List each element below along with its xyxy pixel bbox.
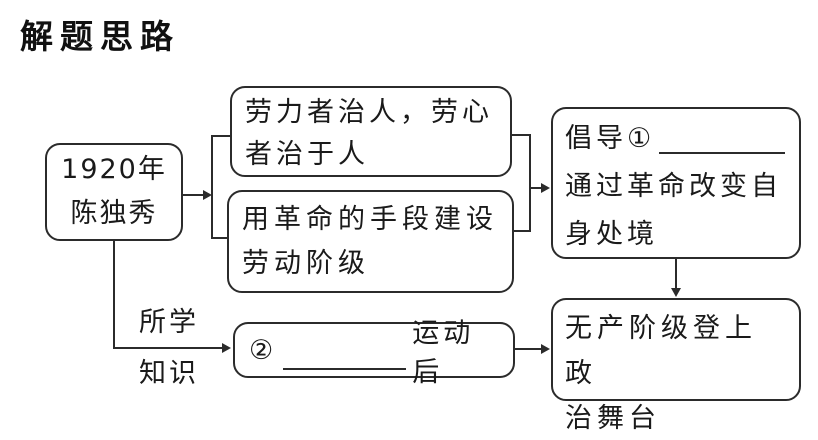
right-bracket xyxy=(512,134,531,232)
box-quote-revolution: 用革命的手段建设 劳动阶级 xyxy=(227,190,514,293)
quote-top-line-2: 者治于人 xyxy=(245,139,369,170)
arrowhead-bracket-to-advocate xyxy=(541,183,550,193)
result-line-2: 治舞台 xyxy=(565,403,661,434)
blank-1-underline xyxy=(659,122,785,154)
arrow-label-line-2: 知识 xyxy=(139,358,199,389)
movement-suffix: 运动后 xyxy=(412,318,475,388)
blank-2-underline xyxy=(283,338,407,370)
movement-prefix: ② xyxy=(249,334,278,366)
advocate-line-3: 身处境 xyxy=(565,219,658,250)
arrowhead-advocate-to-result xyxy=(671,288,681,297)
result-line-1: 无产阶级登上政 xyxy=(565,313,757,389)
arrow-label-line-1: 所学 xyxy=(139,307,199,338)
quote-top-line-1: 劳力者治人，劳心 xyxy=(245,97,493,128)
source-line-1: 1920年 xyxy=(61,154,167,185)
box-movement-blank2: ② 运动后 xyxy=(233,318,515,388)
arrowhead-source-to-movement xyxy=(222,343,231,353)
arrowhead-source-to-bracket xyxy=(203,190,212,200)
box-advocate-blank1: 倡导① 通过革命改变自 身处境 xyxy=(551,107,801,259)
source-line-2: 陈独秀 xyxy=(70,198,158,229)
arrow-label-knowledge: 所学 知识 xyxy=(128,297,210,399)
advocate-prefix: 倡导① xyxy=(565,123,656,154)
quote-bottom-line-2: 劳动阶级 xyxy=(242,248,370,279)
arrowhead-movement-to-result xyxy=(541,344,550,354)
quote-bottom-line-1: 用革命的手段建设 xyxy=(242,204,498,235)
advocate-line-1: 倡导① xyxy=(565,115,787,163)
page-title: 解题思路 xyxy=(20,17,180,56)
box-quote-labor: 劳力者治人，劳心 者治于人 xyxy=(230,86,512,177)
box-result-proletariat: 无产阶级登上政 治舞台 xyxy=(551,298,801,434)
advocate-line-2: 通过革命改变自 xyxy=(565,171,782,202)
box-source-chen-duxiu: 1920年 陈独秀 xyxy=(45,143,183,241)
